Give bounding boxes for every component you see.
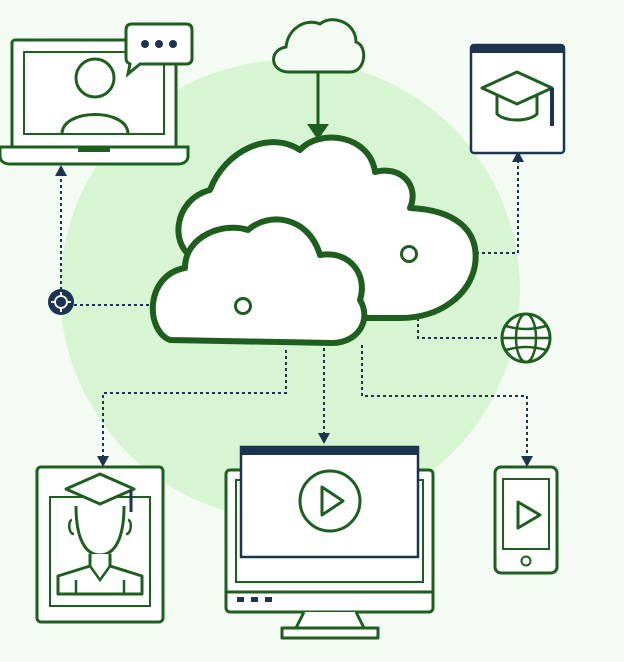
cloud-node-right (400, 245, 418, 263)
arrowhead-laptop (55, 165, 67, 176)
arrowhead-student-tablet (97, 456, 109, 467)
tablet-graduate-student-icon (35, 465, 165, 624)
globe-icon (500, 312, 552, 364)
arrowhead-monitor (318, 433, 330, 444)
cloud-node-left (234, 297, 252, 315)
smartphone-video-play-icon (493, 465, 559, 575)
settings-node-icon (48, 289, 74, 315)
connector-cloud-to-tablet (416, 162, 519, 254)
cloud-icon (272, 18, 366, 140)
arrowheads (55, 151, 533, 467)
chat-bubble-icon (124, 22, 194, 78)
connector-cloud-to-phone (361, 345, 528, 458)
tablet-graduation-cap-icon (469, 43, 566, 155)
arrowhead-phone (521, 456, 533, 467)
monitor-video-play-icon (224, 445, 435, 640)
connector-cloud-to-globe (417, 318, 500, 339)
connector-cloud-to-student-tablet (102, 350, 287, 458)
main-cloud-front (149, 216, 368, 346)
arrowhead-tablet (512, 151, 524, 162)
